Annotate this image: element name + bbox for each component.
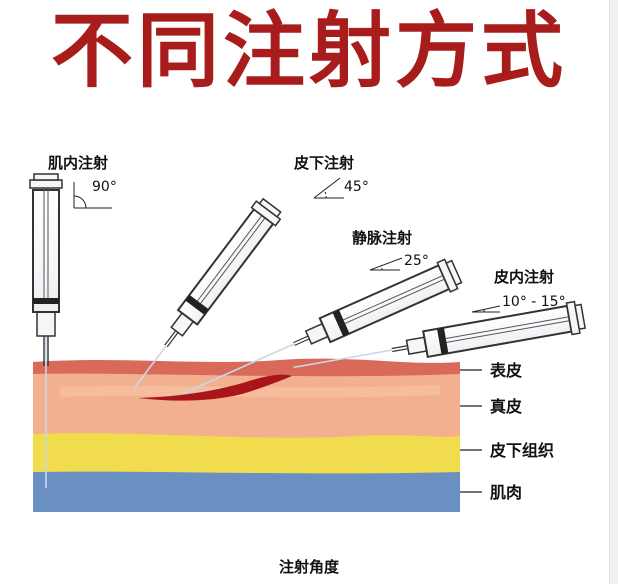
intravenous-syringe [182,258,463,395]
layer-label-dermis: 真皮 [490,397,522,416]
label-intravenous: 静脉注射 [352,229,412,247]
epidermis-layer [33,358,460,377]
vein [138,374,292,401]
layer-label-epidermis: 表皮 [489,361,522,380]
intramuscular-syringe [29,173,63,488]
angle-45-icon [313,177,344,199]
subcutaneous-layer [33,431,460,474]
angle-10-15-icon [471,305,501,313]
subcutaneous-syringe [134,197,282,389]
page-title: 不同注射方式 [50,4,567,99]
angle-intravenous: 25° [404,253,429,269]
angle-subcutaneous: 45° [344,179,369,195]
angle-intramuscular: 90° [92,179,117,195]
skin-cross-section [33,358,460,512]
angle-25-icon [369,257,403,271]
muscle-layer [33,469,460,512]
intradermal-syringe [293,300,587,369]
angle-90-icon [73,182,112,209]
angle-intradermal: 10° - 15° [502,294,566,310]
label-subcutaneous: 皮下注射 [294,154,354,172]
label-intramuscular: 肌内注射 [48,154,108,172]
label-intradermal: 皮内注射 [494,268,554,286]
dermis-layer [33,369,460,438]
layer-label-muscle: 肌肉 [490,483,522,502]
layer-label-subcutaneous: 皮下组织 [489,441,554,460]
page-edge [609,0,618,584]
diagram-caption: 注射角度 [278,558,339,576]
